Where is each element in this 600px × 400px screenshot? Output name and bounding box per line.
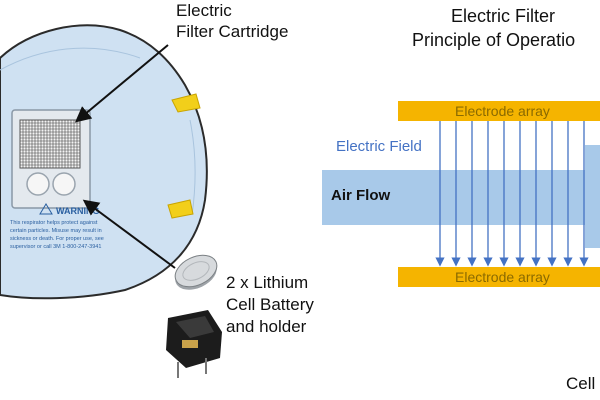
cartridge-label: Electric Filter Cartridge — [176, 0, 288, 42]
mask-warning-line-3: sickness or death. For proper use, see — [10, 236, 104, 242]
cartridge-label-line-1: Electric — [176, 1, 232, 20]
filter-cartridge — [11, 109, 91, 209]
battery-label-line-3: and holder — [226, 317, 307, 336]
electrode-array-bottom — [398, 267, 600, 287]
electrode-top-label: Electrode array — [455, 103, 550, 119]
air-flow-label: Air Flow — [331, 187, 391, 204]
mask-warning-line-2: certain particles. Misuse may result in — [10, 228, 102, 234]
title-line-1: Electric Filter — [450, 6, 555, 26]
mask-warning-line-4: supervisor or call 3M 1-800-247-3941 — [10, 244, 101, 250]
mask-warning-title: WARNING — [56, 206, 100, 216]
electrode-array-top — [398, 101, 600, 121]
battery-holder — [166, 310, 222, 378]
electric-field-label: Electric Field — [336, 138, 422, 155]
battery-label: 2 x Lithium Cell Battery and holder — [226, 272, 314, 338]
footer-text: Cell — [566, 374, 596, 393]
coin-cell-battery — [174, 254, 218, 290]
battery-label-line-1: 2 x Lithium — [226, 273, 309, 292]
battery-pointer-arrow — [82, 199, 176, 269]
strap-clip-bottom — [167, 199, 194, 219]
filter-grid-lines — [20, 120, 80, 168]
air-flow-arrow — [322, 145, 600, 248]
mask-warning-print: WARNING This respirator helps protect ag… — [10, 203, 104, 250]
battery-window-left — [26, 172, 50, 196]
page-title: Electric Filter Principle of Operatio — [406, 4, 600, 52]
electric-field-lines — [435, 121, 589, 267]
respirator-mask — [0, 24, 208, 300]
mask-body — [0, 24, 208, 300]
battery-label-line-2: Cell Battery — [226, 295, 314, 314]
title-line-2: Principle of Operatio — [412, 30, 576, 50]
cartridge-label-line-2: Filter Cartridge — [176, 22, 289, 41]
mask-warning-line-1: This respirator helps protect against — [10, 220, 98, 226]
cartridge-pointer-arrow — [74, 44, 169, 123]
battery-window-right — [52, 172, 76, 196]
electrode-bottom-label: Electrode array — [455, 269, 550, 285]
strap-clip-top — [171, 93, 201, 113]
